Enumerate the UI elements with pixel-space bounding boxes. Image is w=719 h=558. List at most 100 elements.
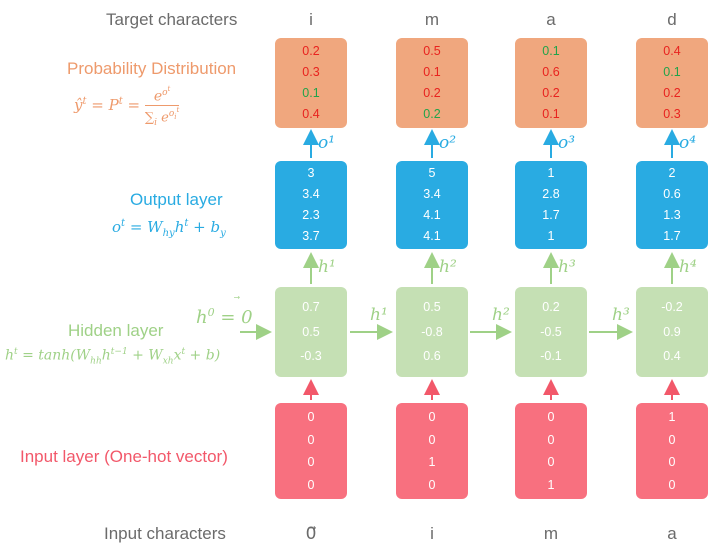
prob-box-3: 0.1 0.6 0.2 0.1 [515,38,587,128]
input-characters-label: Input characters [104,524,226,543]
output-value: 1 [547,229,555,244]
o-tag-2: o² [439,133,457,153]
output-value: 1.7 [542,208,560,223]
input-value: 1 [547,477,555,492]
h-side-tag-3: h³ [612,305,630,325]
output-value: 2.8 [542,187,560,202]
input-value: 1 [668,410,676,424]
output-box-4: 2 0.6 1.3 1.7 [636,161,708,249]
input-value: 0 [668,455,676,469]
hidden-value: -0.1 [540,349,562,364]
prob-box-2: 0.5 0.1 0.2 0.2 [396,38,468,128]
h-side-tag-1: h¹ [370,305,388,325]
h-up-tag-2: h² [439,257,457,277]
prob-value: 0.6 [542,65,560,80]
prob-value: 0.4 [663,44,681,59]
hidden-value: 0.5 [423,300,441,315]
input-box-4: 1 0 0 0 [636,403,708,499]
input-value: 0 [307,410,315,424]
target-characters-label: Target characters [106,10,238,29]
output-value: 1 [547,166,555,181]
input-value: 0 [307,455,315,469]
output-value: 5 [428,166,436,181]
output-formula: ot = Whyht + by [112,218,226,239]
input-value: 0 [547,455,555,469]
hidden-box-3: 0.2 -0.5 -0.1 [515,287,587,377]
hidden-formula: ht = tanh(Whhht−1 + Wxhxt + b) [5,347,221,367]
target-char-3: a [546,10,556,29]
hidden-value: 0.9 [663,324,681,339]
input-char-4: a [667,524,677,543]
softmax-formula: ŷt = Pt = eot ∑i eoit [74,85,180,128]
hidden-value: 0.7 [302,300,320,315]
output-value: 3.4 [423,187,441,202]
output-value: 2.3 [302,208,320,223]
prob-value: 0.2 [423,86,441,101]
input-value: 0 [547,432,555,447]
h0-formula: h0 = 0⃗ [196,306,253,328]
input-value: 0 [307,477,315,492]
hidden-box-2: 0.5 -0.8 0.6 [396,287,468,377]
output-value: 1.7 [663,229,681,244]
o-tag-3: o³ [558,133,576,153]
target-char-2: m [424,10,440,29]
output-box-3: 1 2.8 1.7 1 [515,161,587,249]
prob-value: 0.3 [302,65,320,80]
prob-value: 0.3 [663,107,681,122]
probability-distribution-label: Probability Distribution [67,59,237,78]
output-value: 3.4 [302,187,320,202]
h-up-tag-4: h⁴ [679,257,697,277]
output-box-1: 3 3.4 2.3 3.7 [275,161,347,249]
prob-value: 0.2 [663,86,681,101]
o-tag-4: o⁴ [679,133,697,153]
input-value: 0 [668,477,676,492]
hidden-value: 0.4 [663,349,681,364]
prob-value: 0.1 [542,44,560,59]
hidden-value: 0.2 [542,300,560,315]
hidden-value: -0.2 [661,300,683,315]
h-up-tag-1: h¹ [318,257,336,277]
prob-value: 0.2 [423,107,441,122]
prob-box-4: 0.4 0.1 0.2 0.3 [636,38,708,128]
output-value: 1.3 [663,208,681,223]
hidden-value: -0.3 [300,349,322,364]
prob-value: 0.4 [302,107,320,122]
input-value: 0 [307,432,315,447]
hidden-box-1: 0.7 0.5 -0.3 [275,287,347,377]
output-layer-label: Output layer [130,190,223,209]
prob-value: 0.1 [423,65,441,80]
hidden-value: 0.5 [302,324,320,339]
input-char-3: m [543,524,559,543]
input-value: 0 [547,410,555,424]
prob-value: 0.1 [663,65,681,80]
output-value: 2 [668,166,676,181]
h-side-tag-2: h² [492,305,510,325]
input-value: 0 [428,477,436,492]
target-char-1: i [309,10,313,29]
output-box-2: 5 3.4 4.1 4.1 [396,161,468,249]
output-value: 4.1 [423,208,441,223]
target-char-4: d [667,10,677,29]
prob-box-1: 0.2 0.3 0.1 0.4 [275,38,347,128]
hidden-box-4: -0.2 0.9 0.4 [636,287,708,377]
input-value: 0 [668,432,676,447]
output-value: 4.1 [423,229,441,244]
input-value: 1 [428,455,436,469]
hidden-value: -0.5 [540,324,562,339]
input-box-3: 0 0 0 1 [515,403,587,499]
prob-value: 0.2 [302,44,320,59]
h-up-tag-3: h³ [558,257,576,277]
output-value: 3 [307,166,315,181]
output-value: 3.7 [302,229,320,244]
input-box-1: 0 0 0 0 [275,403,347,499]
output-value: 0.6 [663,187,681,202]
prob-value: 0.2 [542,86,560,101]
input-box-2: 0 0 1 0 [396,403,468,499]
hidden-value: -0.8 [421,324,443,339]
o-tag-1: o¹ [318,133,336,153]
input-value: 0 [428,410,436,424]
input-value: 0 [428,432,436,447]
prob-value: 0.1 [302,86,320,101]
input-layer-label: Input layer (One-hot vector) [20,447,228,466]
